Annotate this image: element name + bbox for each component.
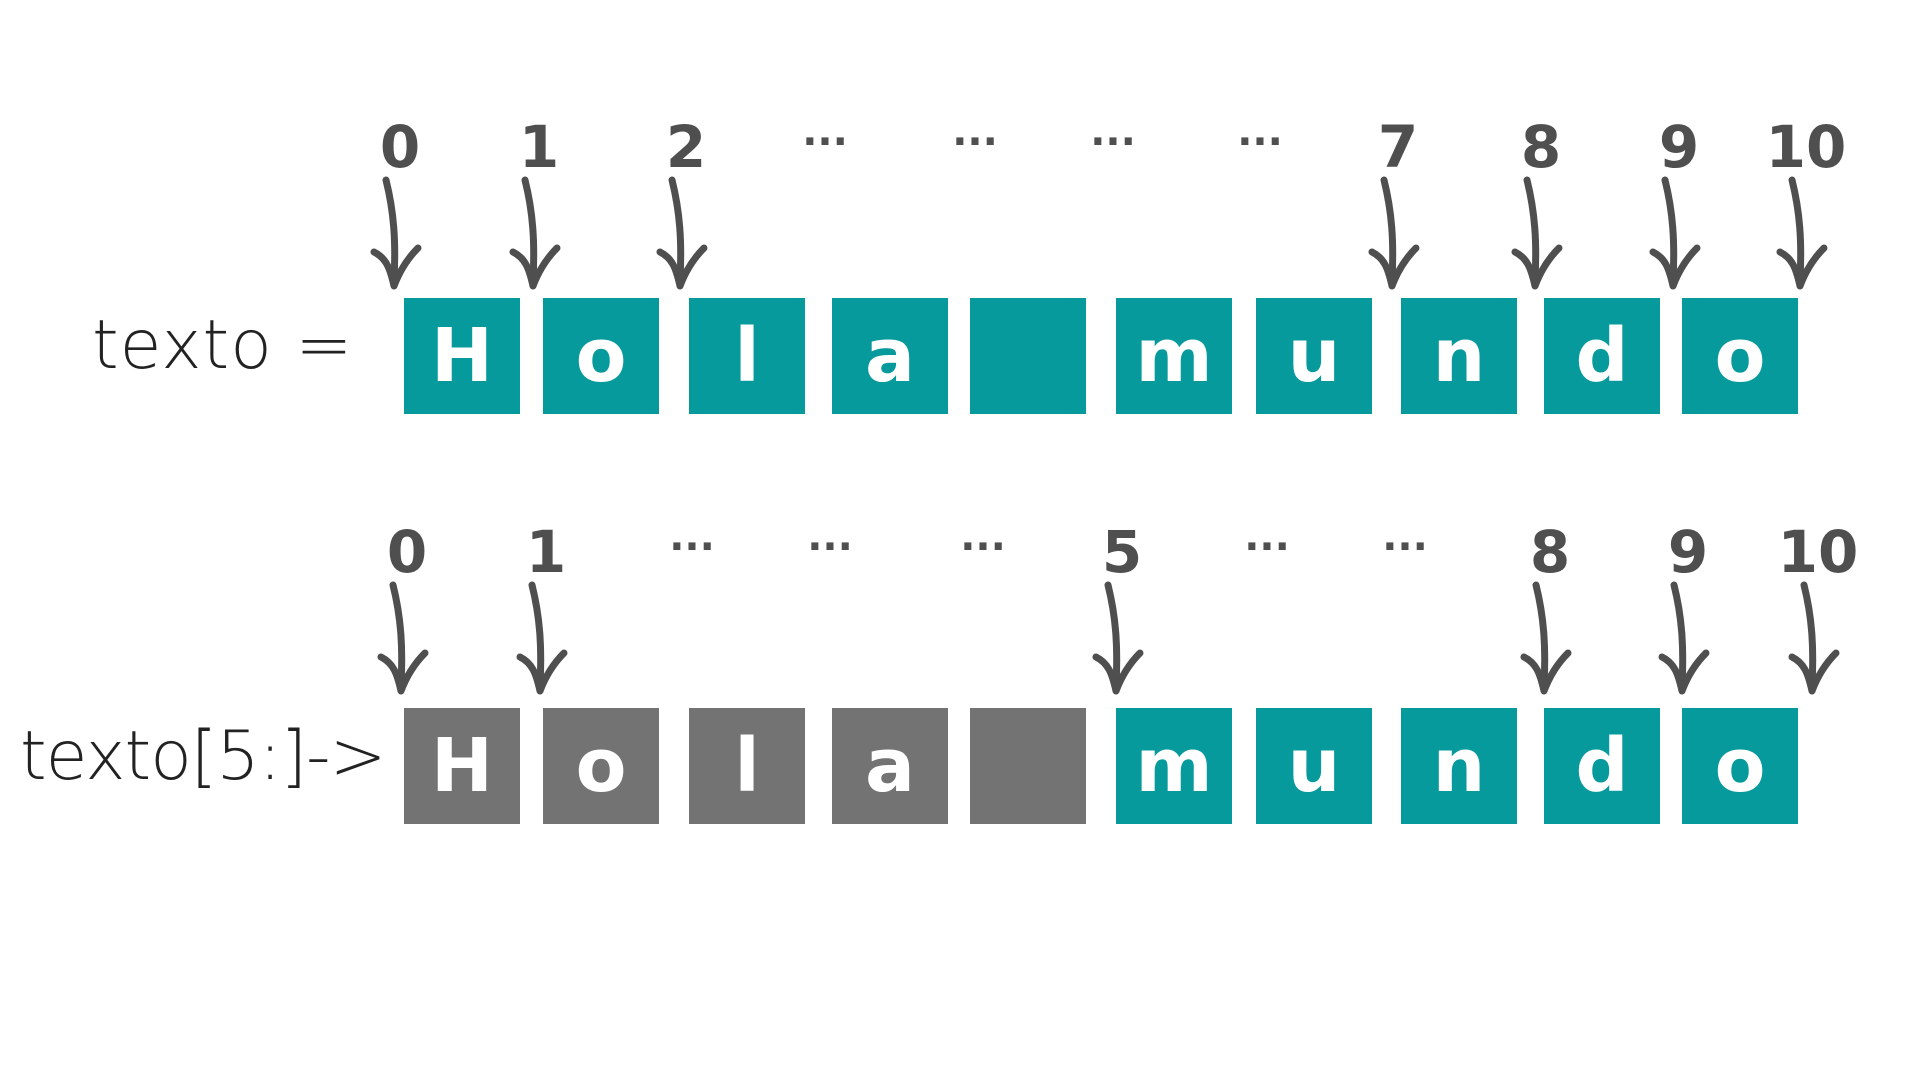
char-cell: n — [1401, 708, 1517, 824]
arrow-down-icon — [377, 581, 429, 695]
char-cell — [970, 298, 1086, 414]
char-cell: o — [1682, 298, 1798, 414]
index-label: 1 — [518, 113, 560, 181]
char-cell: a — [832, 708, 948, 824]
char-cell: d — [1544, 298, 1660, 414]
char-cell: l — [689, 298, 805, 414]
index-ellipsis: ... — [1244, 514, 1290, 560]
arrow-down-icon — [1368, 176, 1420, 290]
arrow-down-icon — [1788, 581, 1840, 695]
char-cell: u — [1256, 298, 1372, 414]
arrow-down-icon — [1658, 581, 1710, 695]
char-cell: u — [1256, 708, 1372, 824]
index-ellipsis: ... — [960, 514, 1006, 560]
row-1-label: texto = — [92, 306, 354, 385]
index-label: 10 — [1777, 518, 1859, 586]
arrow-down-icon — [370, 176, 422, 290]
index-label: 2 — [665, 113, 707, 181]
index-ellipsis: ... — [807, 514, 853, 560]
arrow-down-icon — [1511, 176, 1563, 290]
index-ellipsis: ... — [1237, 109, 1283, 155]
index-label: 9 — [1667, 518, 1709, 586]
char-cell: o — [543, 708, 659, 824]
char-cell — [970, 708, 1086, 824]
index-label: 5 — [1101, 518, 1143, 586]
index-label: 0 — [379, 113, 421, 181]
char-cell: H — [404, 298, 520, 414]
char-cell: H — [404, 708, 520, 824]
index-label: 7 — [1377, 113, 1419, 181]
arrow-down-icon — [1776, 176, 1828, 290]
arrow-down-icon — [656, 176, 708, 290]
index-label: 10 — [1765, 113, 1847, 181]
char-cell: d — [1544, 708, 1660, 824]
arrow-down-icon — [509, 176, 561, 290]
char-cell: m — [1116, 708, 1232, 824]
arrow-down-icon — [516, 581, 568, 695]
index-ellipsis: ... — [802, 109, 848, 155]
index-ellipsis: ... — [669, 514, 715, 560]
index-label: 1 — [525, 518, 567, 586]
index-label: 8 — [1520, 113, 1562, 181]
index-label: 9 — [1658, 113, 1700, 181]
char-cell: n — [1401, 298, 1517, 414]
index-ellipsis: ... — [1090, 109, 1136, 155]
char-cell: l — [689, 708, 805, 824]
index-label: 0 — [386, 518, 428, 586]
char-cell: o — [543, 298, 659, 414]
char-cell: m — [1116, 298, 1232, 414]
char-cell: a — [832, 298, 948, 414]
index-label: 8 — [1529, 518, 1571, 586]
arrow-down-icon — [1092, 581, 1144, 695]
char-cell: o — [1682, 708, 1798, 824]
arrow-down-icon — [1649, 176, 1701, 290]
arrow-down-icon — [1520, 581, 1572, 695]
index-ellipsis: ... — [1382, 514, 1428, 560]
row-2-label: texto[5:]-> — [20, 717, 387, 796]
index-ellipsis: ... — [952, 109, 998, 155]
